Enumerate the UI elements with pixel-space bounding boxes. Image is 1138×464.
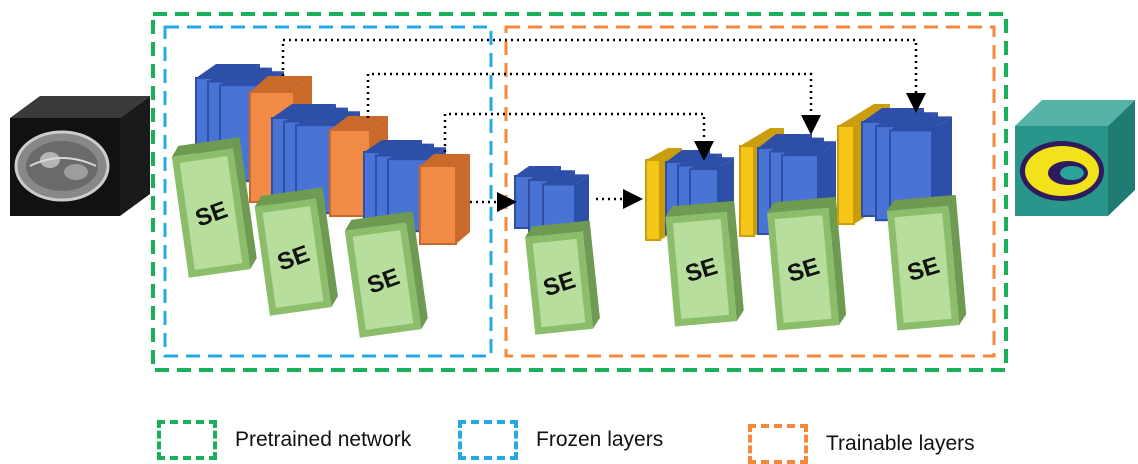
output-segmentation-cube bbox=[1015, 100, 1135, 216]
legend-swatch-pretrained bbox=[157, 420, 217, 460]
legend-pretrained: Pretrained network bbox=[157, 420, 411, 460]
legend-trainable: Trainable layers bbox=[748, 424, 975, 464]
legend-label-trainable: Trainable layers bbox=[826, 432, 975, 455]
segmentation-map-icon bbox=[1020, 141, 1104, 201]
legend-label-frozen: Frozen layers bbox=[536, 428, 664, 451]
trainable-layers-box bbox=[504, 25, 996, 358]
legend-label-pretrained: Pretrained network bbox=[235, 428, 412, 451]
se-block-encoder-2 bbox=[254, 187, 338, 316]
pretrained-network-box bbox=[151, 12, 1008, 372]
brain-mri-icon bbox=[14, 130, 110, 202]
legend-swatch-trainable bbox=[748, 424, 808, 464]
skip-connection-1 bbox=[281, 38, 926, 113]
frozen-layers-box bbox=[163, 25, 493, 358]
skip-connection-3 bbox=[443, 112, 714, 161]
legend-frozen: Frozen layers bbox=[458, 420, 663, 460]
input-mri-cube bbox=[10, 96, 150, 216]
skip-connection-2 bbox=[366, 72, 821, 135]
skip-connections bbox=[281, 38, 926, 212]
encoder-3-pool bbox=[419, 154, 470, 245]
se-block-decoder-3 bbox=[886, 194, 967, 331]
se-block-bottleneck bbox=[525, 220, 600, 335]
legend-swatch-frozen bbox=[458, 420, 518, 460]
se-block-encoder-3 bbox=[344, 211, 428, 338]
se-block-encoder-1 bbox=[171, 137, 257, 278]
se-block-decoder-1 bbox=[665, 200, 744, 327]
se-block-decoder-2 bbox=[766, 196, 847, 331]
